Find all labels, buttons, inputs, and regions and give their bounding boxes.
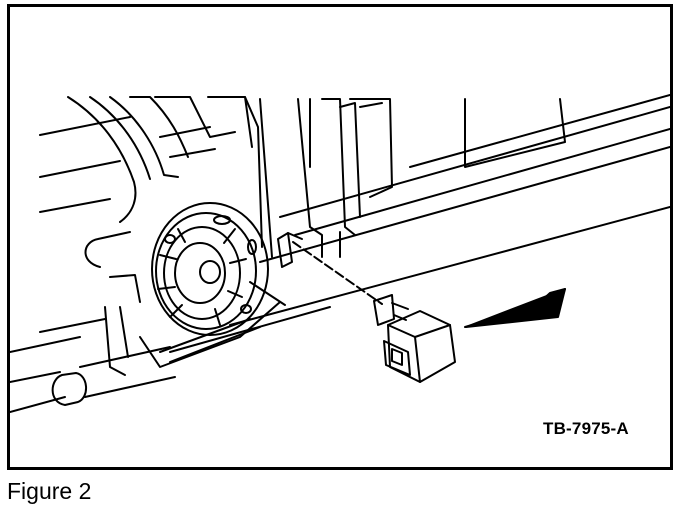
alignment-dashed-line xyxy=(292,241,383,305)
electrical-connector xyxy=(373,294,456,383)
housing-upper-bracket xyxy=(67,96,253,223)
figure-frame: TB-7975-A xyxy=(7,4,673,470)
direction-arrow xyxy=(464,288,566,328)
range-sensor xyxy=(151,202,269,336)
housing-background-lines xyxy=(39,94,670,353)
figure-code-label: TB-7975-A xyxy=(543,419,629,438)
mount-clip xyxy=(277,232,303,268)
technical-illustration xyxy=(10,94,670,413)
housing-lower-bracket xyxy=(84,231,286,376)
figure-caption: Figure 2 xyxy=(7,478,92,504)
cable-rod xyxy=(10,336,176,413)
housing-wall xyxy=(244,96,566,258)
